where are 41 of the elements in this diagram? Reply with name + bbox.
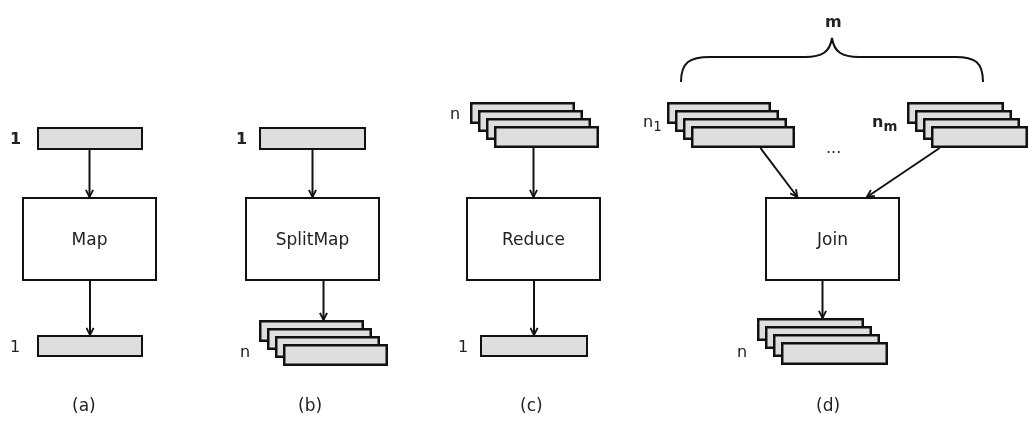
arrow (308, 149, 317, 198)
panel-caption: (d) (816, 397, 841, 414)
count-label: 1 (10, 339, 21, 355)
arrow (529, 147, 538, 198)
data-stack (757, 318, 888, 365)
process-label: Map (71, 229, 108, 249)
count-label: n (450, 106, 461, 122)
process-box (765, 197, 900, 281)
process-label: Reduce (502, 229, 565, 249)
count-label: 1 (458, 339, 469, 355)
panel-caption: (a) (72, 397, 96, 414)
arrow (85, 149, 94, 198)
ellipsis: ... (826, 140, 842, 156)
data-stack (259, 320, 388, 366)
count-label: 1 (236, 131, 248, 147)
count-label: m (825, 14, 842, 30)
data-stack (667, 102, 795, 148)
data-stack (907, 102, 1028, 148)
data-bar (259, 127, 366, 150)
arrow (85, 280, 95, 336)
count-label: n$_{1}$ (643, 114, 662, 134)
count-label: n (240, 344, 251, 360)
arrow (865, 147, 941, 198)
process-label: Join (817, 229, 848, 249)
arrow (759, 147, 799, 198)
data-bar (37, 335, 143, 357)
arrow (319, 280, 328, 321)
count-label: n$_{m}$ (872, 114, 898, 134)
arrow (529, 280, 539, 336)
data-bar (37, 127, 143, 150)
panel-caption: (b) (298, 397, 323, 414)
process-label: SplitMap (275, 229, 350, 249)
process-box (466, 197, 601, 281)
data-bar (480, 335, 588, 357)
process-box (245, 197, 380, 281)
data-stack (470, 102, 599, 148)
panel-caption: (c) (520, 397, 543, 414)
count-label: n (737, 344, 748, 360)
arrow (818, 280, 827, 319)
count-label: 1 (10, 131, 22, 147)
process-box (22, 197, 157, 281)
